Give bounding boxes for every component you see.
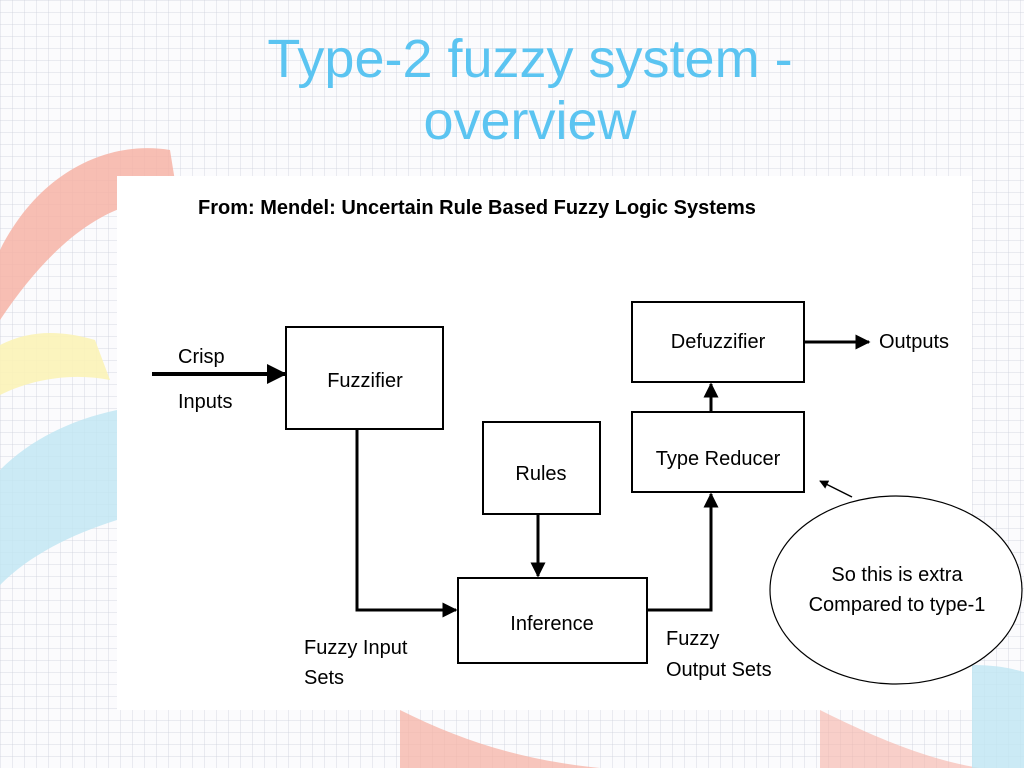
rules-block: [482, 421, 601, 515]
inference-block: [457, 577, 648, 664]
fuzzy-output-sets-line-2: Output Sets: [666, 659, 772, 681]
block-diagram: From: Mendel: Uncertain Rule Based Fuzzy…: [152, 197, 949, 689]
callout-text: So this is extra Compared to type-1: [772, 560, 1022, 620]
inference-label: Inference: [510, 613, 593, 635]
fuzzifier-to-inference-arrow: [355, 429, 458, 618]
yellow-ribbon: [0, 333, 110, 395]
fuzzifier-label: Fuzzifier: [327, 370, 403, 392]
crisp-label: Crisp: [178, 346, 225, 368]
defuzzifier-block: [631, 301, 805, 383]
inference-to-type-reducer-arrow: [647, 492, 719, 612]
blue-ribbon-right: [972, 665, 1024, 768]
fuzzy-input-sets-line-1: Fuzzy Input: [304, 637, 408, 659]
inputs-label: Inputs: [178, 391, 232, 413]
fuzzy-output-sets-line-1: Fuzzy: [666, 628, 719, 650]
outputs-label: Outputs: [879, 331, 949, 353]
diagram-figure: From: Mendel: Uncertain Rule Based Fuzzy…: [117, 176, 972, 710]
title-line-2: overview: [423, 91, 637, 151]
blue-ribbon-left: [0, 410, 117, 585]
type-reducer-block: [631, 411, 805, 493]
slide-title: Type-2 fuzzy system - overview: [130, 28, 930, 152]
defuzzifier-label: Defuzzifier: [671, 331, 766, 353]
rules-label: Rules: [515, 463, 566, 485]
salmon-ribbon-bottom: [400, 710, 600, 768]
title-line-1: Type-2 fuzzy system -: [267, 29, 793, 89]
figure-caption: From: Mendel: Uncertain Rule Based Fuzzy…: [198, 197, 756, 219]
type-reducer-label: Type Reducer: [656, 448, 781, 470]
callout-line-1: So this is extra: [831, 564, 963, 586]
fuzzy-input-sets-line-2: Sets: [304, 667, 344, 689]
callout-line-2: Compared to type-1: [808, 594, 986, 616]
fuzzifier-block: [285, 326, 444, 430]
salmon-ribbon-bottom-right: [820, 710, 980, 768]
